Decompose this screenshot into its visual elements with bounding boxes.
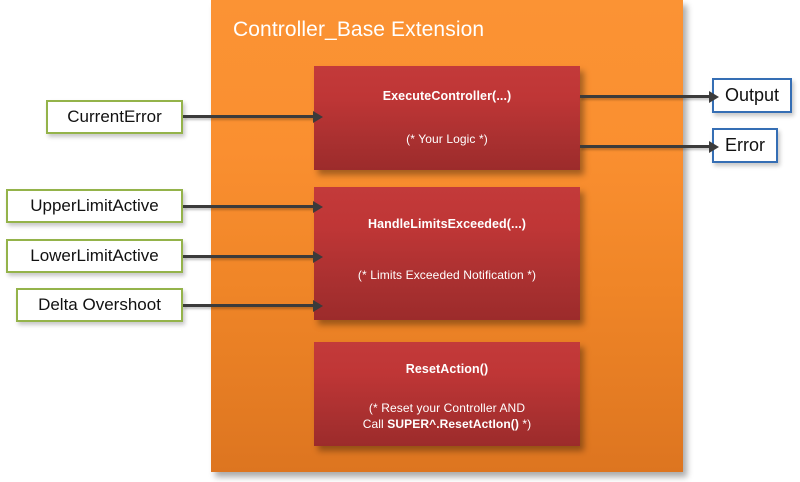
method-note-reset-action-line1: (* Reset your Controller AND [368, 401, 526, 415]
panel-title: Controller_Base Extension [233, 18, 485, 41]
method-name-execute-controller: ExecuteController(...) [382, 89, 512, 103]
method-name-handle-limits-exceeded: HandleLimitsExceeded(...) [367, 217, 527, 231]
method-note-reset-action-super-call: SUPER^.ResetActIon() [387, 417, 519, 431]
arrow-delta-overshoot-to-handle-limits [183, 299, 323, 312]
method-box-handle-limits-exceeded[interactable]: HandleLimitsExceeded(...) (* Limits Exce… [314, 187, 580, 320]
output-label-error-text: Error [725, 135, 765, 155]
method-note-execute-controller: (* Your Logic *) [406, 132, 488, 146]
method-name-reset-action: ResetAction() [405, 362, 489, 376]
arrow-upper-limit-to-handle-limits [183, 200, 323, 213]
arrow-current-error-to-execute-controller [183, 110, 323, 123]
output-label-output[interactable]: Output [712, 78, 792, 113]
arrow-execute-controller-to-error [580, 140, 719, 153]
output-label-output-text: Output [724, 85, 780, 105]
output-label-error[interactable]: Error [712, 128, 778, 163]
method-note-reset-action-line2-prefix: Call [362, 417, 388, 431]
arrow-execute-controller-to-output [580, 90, 719, 103]
arrow-lower-limit-to-handle-limits [183, 250, 323, 263]
input-label-upper-limit-active[interactable]: UpperLimitActive [6, 189, 183, 223]
input-label-current-error-text: CurrentError [67, 107, 162, 126]
input-label-lower-limit-active-text: LowerLimitActive [30, 246, 159, 265]
method-box-execute-controller[interactable]: ExecuteController(...) (* Your Logic *) [314, 66, 580, 170]
method-box-reset-action[interactable]: ResetAction() (* Reset your Controller A… [314, 342, 580, 446]
input-label-current-error[interactable]: CurrentError [46, 100, 183, 134]
input-label-delta-overshoot[interactable]: Delta Overshoot [16, 288, 183, 322]
method-note-handle-limits-exceeded: (* Limits Exceeded Notification *) [357, 268, 537, 282]
input-label-lower-limit-active[interactable]: LowerLimitActive [6, 239, 183, 273]
method-note-reset-action-line2-suffix: *) [518, 417, 532, 431]
input-label-upper-limit-active-text: UpperLimitActive [30, 196, 159, 215]
input-label-delta-overshoot-text: Delta Overshoot [38, 295, 161, 314]
method-note-reset-action: (* Reset your Controller AND Call SUPER^… [314, 400, 580, 432]
